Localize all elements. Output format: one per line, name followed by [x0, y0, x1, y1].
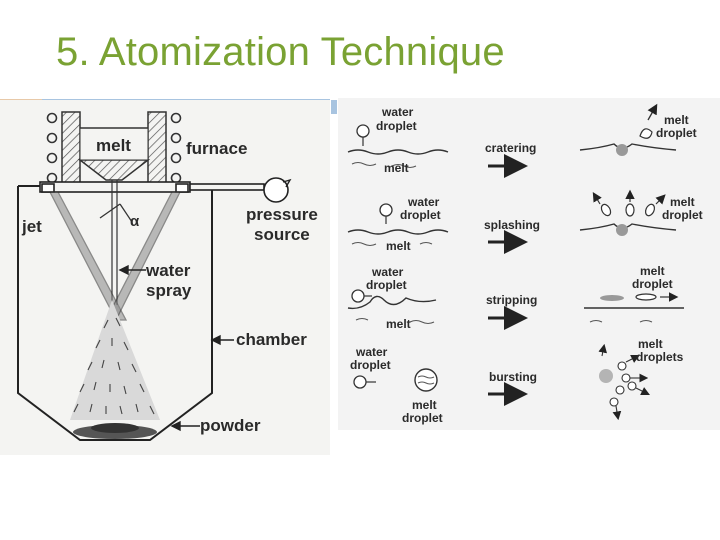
row4-water-label-1: water — [355, 345, 388, 359]
row4-mechanism-name: bursting — [489, 370, 537, 384]
row3-result-label-1: melt — [640, 264, 665, 278]
row2-melt-label: melt — [386, 239, 411, 253]
water-ring-pipe — [39, 177, 292, 203]
powder-pile — [73, 423, 157, 439]
row1-melt-label: melt — [384, 161, 409, 175]
mechanism-row-stripping — [347, 289, 684, 330]
row2-result-label-1: melt — [670, 195, 695, 209]
row1-water-label-1: water — [381, 105, 414, 119]
row4-result-label-2: droplets — [636, 350, 684, 364]
mechanisms-diagram-panel — [338, 98, 720, 430]
row1-mechanism-name: cratering — [485, 141, 536, 155]
row3-water-label-1: water — [371, 265, 404, 279]
row1-water-label-2: droplet — [376, 119, 417, 133]
row2-mechanism-name: splashing — [484, 218, 540, 232]
powder-spray-cone — [70, 300, 160, 420]
label-furnace: furnace — [186, 139, 247, 158]
row1-result-label-2: droplet — [656, 126, 697, 140]
heating-coils — [46, 112, 182, 184]
title-accent-tick — [331, 100, 337, 114]
mechanism-row-cratering — [347, 103, 677, 178]
melt-stream — [111, 180, 118, 305]
mechanism-row-splashing — [347, 189, 677, 254]
label-water: water — [145, 261, 191, 280]
slide-title: 5. Atomization Technique — [56, 30, 505, 74]
row4-water-label-2: droplet — [350, 358, 391, 372]
row4-melt-label-1: melt — [412, 398, 437, 412]
row2-result-label-2: droplet — [662, 208, 703, 222]
row3-result-label-2: droplet — [632, 277, 673, 291]
row4-result-label-1: melt — [638, 337, 663, 351]
row2-water-label-2: droplet — [400, 208, 441, 222]
row3-water-label-2: droplet — [366, 278, 407, 292]
row2-water-label-1: water — [407, 195, 440, 209]
row4-melt-label-2: droplet — [402, 411, 443, 425]
leader-arrows — [118, 264, 234, 432]
row1-result-label-1: melt — [664, 113, 689, 127]
label-powder: powder — [200, 416, 261, 435]
water-jets — [48, 191, 182, 321]
row3-melt-label: melt — [386, 317, 411, 331]
label-source: source — [254, 225, 310, 244]
mechanism-row-bursting — [353, 343, 650, 421]
label-chamber: chamber — [236, 330, 307, 349]
label-melt: melt — [96, 136, 131, 155]
label-jet: jet — [21, 217, 42, 236]
crucible — [61, 111, 167, 189]
label-alpha: α — [130, 213, 140, 230]
label-pressure: pressure — [246, 205, 318, 224]
row3-mechanism-name: stripping — [486, 293, 537, 307]
label-spray: spray — [146, 281, 192, 300]
